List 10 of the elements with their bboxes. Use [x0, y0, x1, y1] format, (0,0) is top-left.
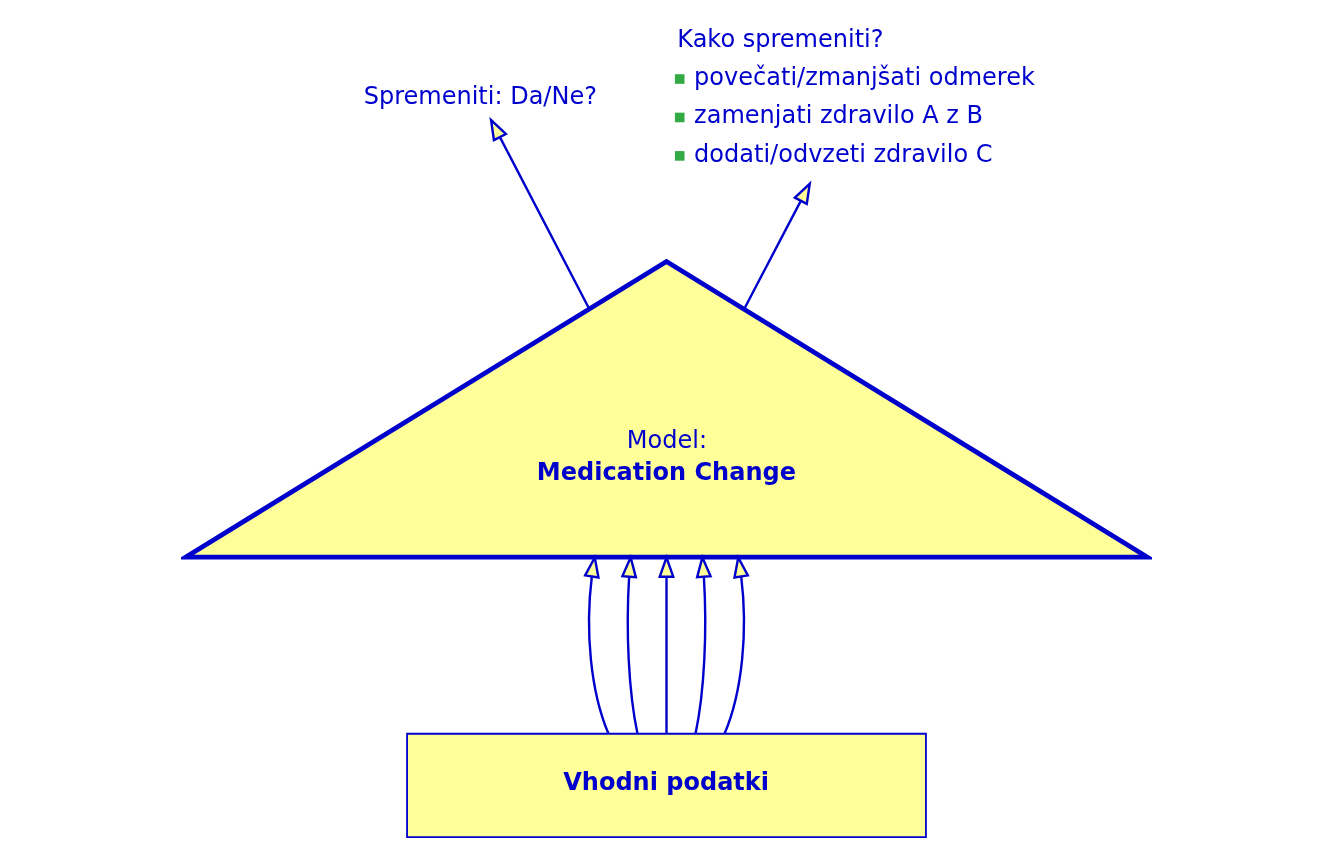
arrow	[620, 553, 639, 734]
node-box: Vhodni podatki	[405, 732, 927, 838]
node-text: Spremeniti: Da/Ne?	[363, 82, 597, 111]
node-text: Kako spremeniti? povečati/zmanjšati odmerek zamenjati zdravilo A z B dodati/odvzeti zdravilo C	[676, 24, 1035, 168]
arrow	[693, 553, 712, 734]
arrow	[742, 180, 811, 310]
arrow	[582, 553, 610, 734]
arrow	[657, 553, 675, 734]
arrow	[723, 553, 750, 734]
arrow	[488, 116, 590, 310]
